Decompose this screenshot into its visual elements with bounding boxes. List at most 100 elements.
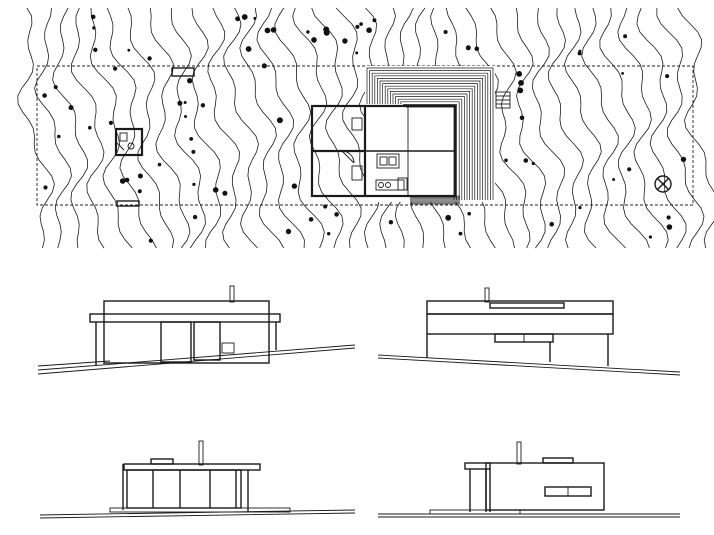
contour-line-icon: [531, 7, 565, 249]
tree-dot-icon: [177, 100, 183, 106]
contour-line-icon: [71, 7, 105, 249]
tree-dot-icon: [241, 14, 248, 20]
tree-dot-icon: [519, 115, 525, 121]
tree-dot-icon: [355, 24, 360, 29]
tree-dot-icon: [465, 45, 471, 51]
contour-line-icon: [256, 7, 305, 249]
tree-dot-icon: [124, 177, 130, 183]
contour-line-icon: [239, 7, 285, 249]
terrace-step-line: [379, 80, 481, 200]
contour-line-icon: [274, 7, 325, 249]
contour-line-icon: [581, 7, 626, 249]
tree-dot-icon: [458, 231, 463, 236]
contour-line-icon: [292, 7, 344, 249]
terrace-step-line: [371, 72, 489, 200]
tree-dot-icon: [327, 232, 331, 236]
tree-dot-icon: [108, 120, 113, 125]
terrace-step-line: [387, 88, 473, 200]
tree-dot-icon: [443, 30, 448, 34]
tree-dot-icon: [187, 78, 193, 84]
contour-line-icon: [564, 7, 602, 249]
elevation-north: [377, 287, 681, 376]
tree-dot-icon: [680, 156, 687, 163]
tree-dot-icon: [467, 211, 472, 216]
tree-dot-icon: [119, 178, 126, 184]
tree-dot-icon: [504, 158, 508, 163]
contour-line-icon: [677, 7, 714, 249]
elevation-east: [39, 440, 356, 519]
tree-dot-icon: [148, 238, 153, 243]
tree-dot-icon: [88, 125, 92, 130]
tree-dot-icon: [388, 220, 394, 225]
tree-dot-icon: [366, 27, 372, 33]
contour-line-icon: [617, 7, 669, 249]
tree-dot-icon: [147, 56, 152, 61]
terrace-step-line: [390, 91, 470, 200]
tree-dot-icon: [43, 185, 48, 190]
tree-dot-icon: [192, 214, 198, 220]
tree-dot-icon: [531, 161, 535, 166]
contour-line-icon: [207, 7, 240, 249]
terrace-step-line: [377, 78, 483, 200]
tree-dot-icon: [113, 66, 118, 71]
tree-dot-icon: [666, 224, 673, 230]
tree-dot-icon: [235, 16, 241, 22]
shed-outline: [171, 67, 195, 77]
contour-line-icon: [149, 7, 191, 249]
tree-dot-icon: [137, 189, 142, 194]
terrace-step-line: [374, 75, 486, 200]
contour-line-icon: [311, 7, 362, 249]
tree-dot-icon: [549, 221, 554, 227]
tree-dot-icon: [323, 26, 330, 33]
tree-dot-icon: [306, 30, 310, 34]
tree-dot-icon: [192, 182, 196, 186]
tree-dot-icon: [372, 18, 377, 23]
tree-dot-icon: [474, 46, 480, 51]
tree-dot-icon: [253, 16, 257, 20]
tree-dot-icon: [222, 190, 228, 196]
tree-dot-icon: [189, 137, 194, 141]
tree-dot-icon: [308, 217, 314, 222]
tree-dot-icon: [264, 27, 271, 34]
terrace-step-line: [369, 70, 491, 200]
tree-dot-icon: [666, 215, 671, 220]
tree-dots: [42, 14, 687, 243]
tree-dot-icon: [342, 38, 348, 44]
tree-dot-icon: [648, 235, 653, 239]
terrace-step-line: [400, 101, 460, 200]
tree-dot-icon: [577, 51, 582, 56]
tree-dot-icon: [612, 178, 616, 181]
contour-line-icon: [191, 7, 222, 249]
contour-line-icon: [34, 7, 72, 249]
tree-dot-icon: [578, 206, 582, 210]
terrace-step-line: [403, 104, 457, 200]
tree-dot-icon: [53, 85, 58, 90]
contour-line-icon: [127, 7, 175, 249]
contour-line-icon: [170, 7, 206, 249]
tree-dot-icon: [200, 103, 206, 108]
site-plan: [17, 7, 714, 249]
tree-dot-icon: [291, 183, 298, 189]
side-steps: [495, 91, 511, 109]
contour-line-icon: [223, 7, 259, 249]
tree-dot-icon: [334, 212, 339, 217]
tree-dot-icon: [623, 34, 628, 39]
tree-dot-icon: [517, 87, 524, 94]
contour-line-icon: [17, 7, 55, 249]
terrace-step-line: [382, 83, 478, 200]
outbuilding: [114, 127, 144, 157]
elevation-south: [37, 285, 356, 375]
terrace-step-line: [384, 85, 476, 200]
tree-dot-icon: [184, 115, 187, 118]
tree-dot-icon: [285, 228, 292, 235]
tree-dot-icon: [518, 80, 524, 86]
tree-dot-icon: [137, 173, 143, 179]
tree-dot-icon: [276, 117, 283, 124]
tree-dot-icon: [665, 74, 670, 79]
contour-line-icon: [335, 7, 380, 249]
tree-dot-icon: [127, 48, 131, 52]
tree-dot-icon: [627, 167, 632, 172]
contour-line-icon: [515, 7, 547, 249]
